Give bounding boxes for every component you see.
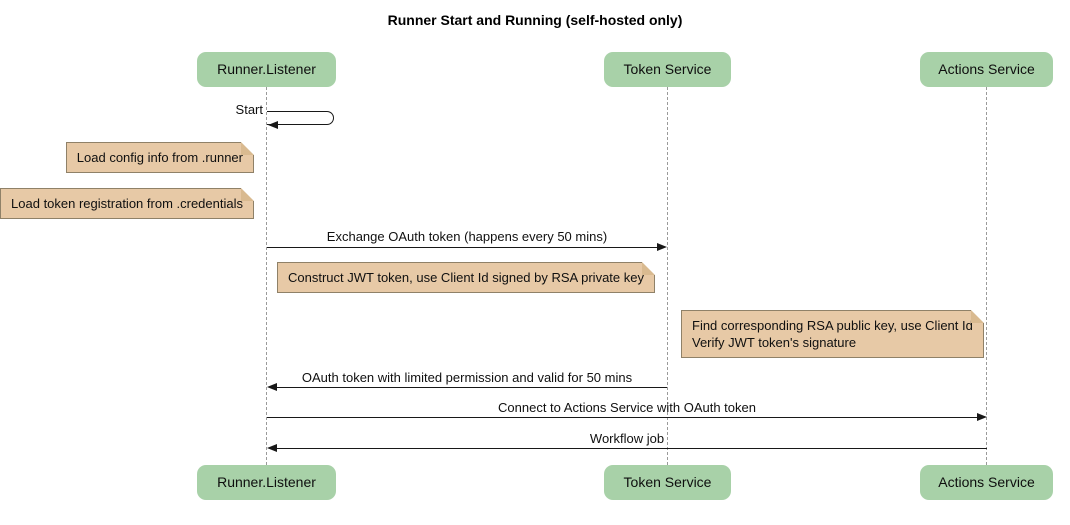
message-line-oauth-return: [277, 387, 667, 388]
message-label-workflow-job: Workflow job: [589, 431, 665, 446]
message-line-connect-actions: [267, 417, 978, 418]
arrowhead-start-icon: [268, 121, 278, 129]
note-load-config: Load config info from .runner: [65, 142, 255, 173]
participant-top-token-service: Token Service: [604, 52, 731, 87]
note-construct-jwt: Construct JWT token, use Client Id signe…: [277, 262, 655, 293]
message-label-exchange-oauth: Exchange OAuth token (happens every 50 m…: [326, 229, 608, 244]
message-line-workflow-job: [277, 448, 987, 449]
lifeline-token-service: [667, 87, 668, 465]
lifeline-runner-listener: [266, 87, 267, 465]
arrowhead-oauth-return-icon: [267, 383, 277, 391]
note-find-rsa-line1: Find corresponding RSA public key, use C…: [692, 318, 973, 333]
diagram-title: Runner Start and Running (self-hosted on…: [387, 12, 683, 28]
participant-bottom-actions-service: Actions Service: [920, 465, 1053, 500]
note-find-rsa: Find corresponding RSA public key, use C…: [681, 310, 984, 358]
arrowhead-exchange-oauth-icon: [657, 243, 667, 251]
participant-top-actions-service: Actions Service: [920, 52, 1053, 87]
lifeline-actions-service: [986, 87, 987, 465]
message-label-connect-actions: Connect to Actions Service with OAuth to…: [498, 400, 756, 415]
participant-top-runner-listener: Runner.Listener: [197, 52, 336, 87]
message-line-exchange-oauth: [267, 247, 658, 248]
message-label-start: Start: [235, 102, 263, 117]
arrowhead-connect-actions-icon: [977, 413, 987, 421]
note-load-token-registration: Load token registration from .credential…: [0, 188, 254, 219]
message-label-oauth-return: OAuth token with limited permission and …: [301, 370, 633, 385]
participant-bottom-token-service: Token Service: [604, 465, 731, 500]
participant-bottom-runner-listener: Runner.Listener: [197, 465, 336, 500]
arrowhead-workflow-job-icon: [267, 444, 277, 452]
self-message-loop: [267, 111, 334, 125]
note-find-rsa-line2: Verify JWT token's signature: [692, 335, 857, 350]
